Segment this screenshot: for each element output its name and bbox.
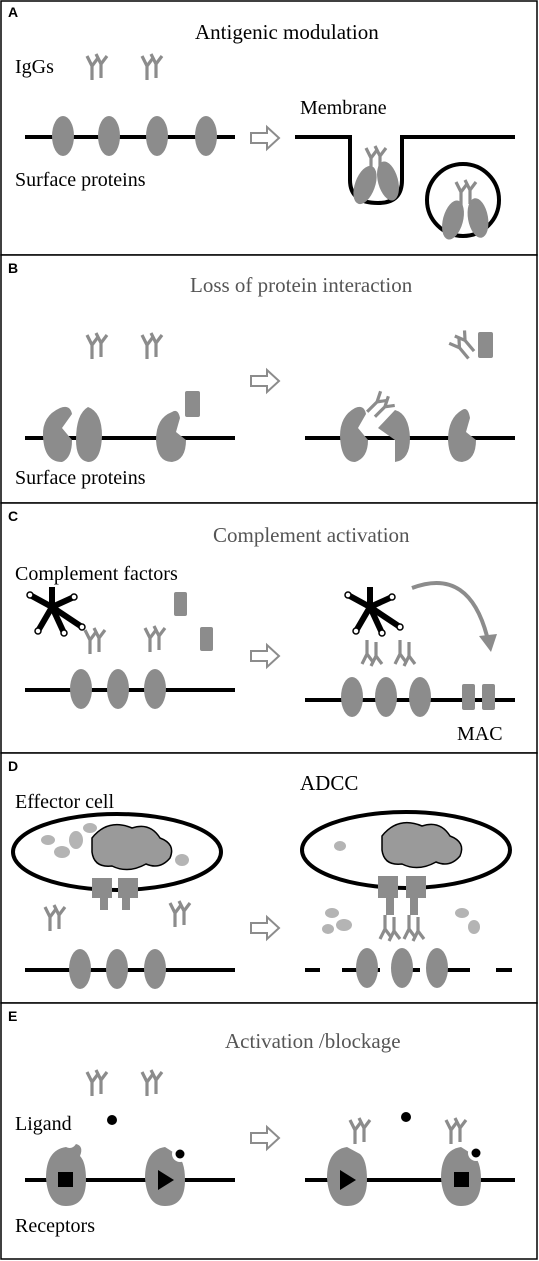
surface-protein: [391, 948, 413, 988]
receptor-protein: [42, 406, 72, 462]
ligand-label: Ligand: [15, 1113, 72, 1135]
fc-receptor: [118, 878, 138, 910]
surface-proteins-label-a: Surface proteins: [15, 169, 146, 191]
vesicle-protein: [442, 200, 464, 240]
granule: [54, 846, 70, 858]
square-signal-icon: [58, 1172, 73, 1187]
complement-factors-label: Complement factors: [15, 563, 178, 585]
endocytic-vesicle: [425, 162, 501, 238]
internalized-protein: [353, 165, 377, 205]
mac-label: MAC: [457, 723, 503, 745]
surface-protein: [356, 948, 378, 988]
bound-ligand: [471, 1148, 481, 1158]
released-granule: [325, 908, 339, 918]
soluble-ligand: [185, 391, 200, 417]
effector-cell-label: Effector cell: [15, 791, 114, 813]
receptor-protein: [448, 409, 476, 462]
fc-receptor: [378, 876, 398, 915]
panel-c-letter: C: [8, 508, 18, 524]
bound-ligand: [175, 1149, 185, 1159]
igg-label: IgGs: [15, 56, 54, 78]
surface-protein: [146, 116, 168, 156]
vesicle-protein: [467, 198, 489, 238]
nucleus: [381, 821, 463, 869]
surface-protein: [409, 677, 431, 717]
panel-c: C Complement activation Complement facto…: [0, 502, 538, 754]
membrane-label: Membrane: [300, 97, 387, 119]
fc-receptor: [406, 876, 426, 915]
surface-protein: [52, 116, 74, 156]
granule: [334, 841, 346, 851]
receptor-protein: [340, 406, 368, 462]
granule: [41, 835, 55, 845]
released-ligand: [478, 332, 493, 358]
fc-receptor: [92, 878, 112, 910]
surface-protein: [144, 669, 166, 709]
ligand: [107, 1115, 117, 1125]
panel-a-letter: A: [8, 4, 18, 20]
panel-b: B Loss of protein interaction Surface pr…: [0, 254, 538, 504]
receptors-label: Receptors: [15, 1215, 95, 1237]
surface-protein: [107, 669, 129, 709]
surface-protein: [70, 669, 92, 709]
surface-protein: [98, 116, 120, 156]
surface-protein: [195, 116, 217, 156]
panel-b-title: Loss of protein interaction: [190, 273, 413, 297]
play-signal-icon: [340, 1170, 356, 1190]
surface-protein: [375, 677, 397, 717]
activation-arrow: [411, 581, 490, 641]
panel-a: A Antigenic modulation IgGs Membrane Sur…: [0, 0, 538, 256]
released-granule: [336, 919, 352, 931]
panel-d-title: ADCC: [300, 771, 358, 795]
panel-c-frame: [0, 502, 538, 754]
panel-d: D ADCC Effector cell: [0, 752, 538, 1004]
mac-pore: [482, 684, 495, 710]
square-signal-icon: [454, 1172, 469, 1187]
ligand: [401, 1112, 411, 1122]
complement-factor: [200, 627, 213, 651]
surface-protein: [341, 677, 363, 717]
partner-protein: [76, 407, 102, 462]
surface-protein: [426, 948, 448, 988]
released-granule: [322, 924, 334, 934]
released-granule: [468, 920, 480, 934]
complement-factor: [174, 592, 187, 616]
surface-protein: [106, 949, 128, 989]
surface-protein: [144, 949, 166, 989]
panel-e-title: Activation /blockage: [225, 1029, 401, 1053]
granule: [83, 823, 97, 833]
granule: [175, 854, 189, 866]
play-signal-icon: [158, 1170, 174, 1190]
surface-proteins-label-b: Surface proteins: [15, 467, 146, 489]
panel-b-letter: B: [8, 260, 18, 276]
panel-e: E Activation /blockage Ligand Receptors: [0, 1002, 538, 1260]
receptor-protein: [156, 410, 186, 462]
panel-a-title: Antigenic modulation: [195, 20, 379, 44]
invaginating-membrane: [295, 135, 515, 206]
internalized-protein: [377, 161, 399, 201]
panel-c-title: Complement activation: [213, 523, 410, 547]
released-granule: [455, 908, 469, 918]
granule: [69, 831, 83, 849]
partner-protein: [378, 410, 410, 462]
nucleus: [91, 823, 173, 871]
panel-d-letter: D: [8, 758, 18, 774]
mac-pore: [462, 684, 475, 710]
surface-protein: [69, 949, 91, 989]
activation-arrowhead: [479, 634, 497, 652]
panel-e-letter: E: [8, 1008, 17, 1024]
